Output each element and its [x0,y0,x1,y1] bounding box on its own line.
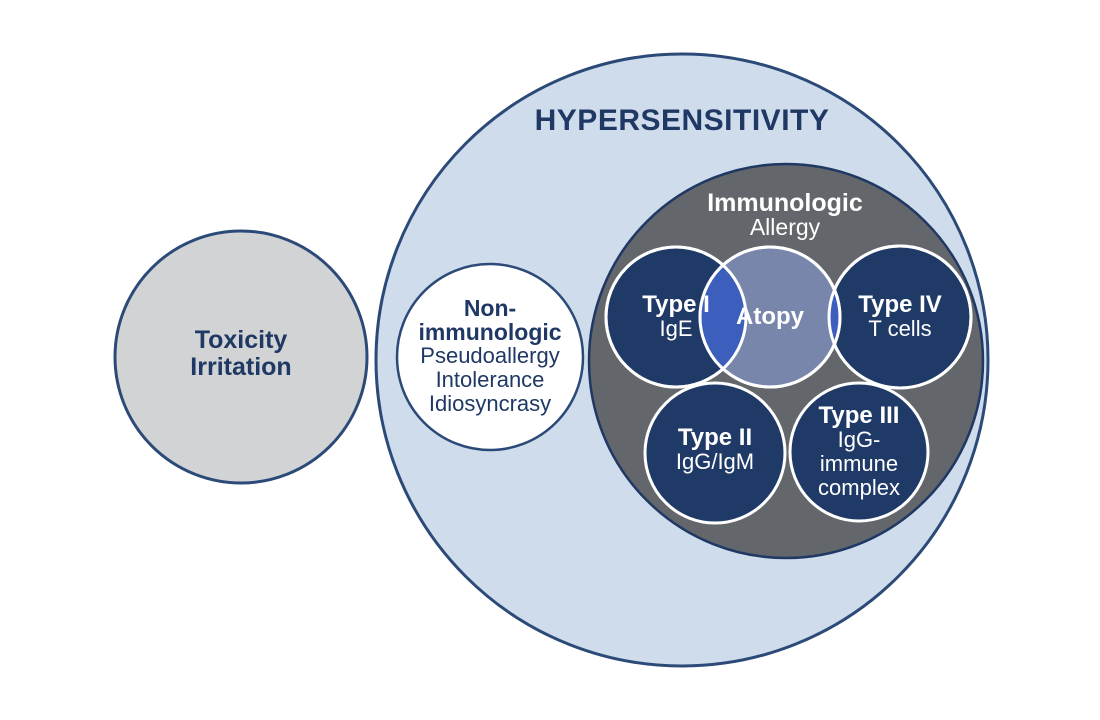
atopy-label: Atopy [736,303,804,330]
non-immunologic-circle [395,262,585,452]
non-immunologic-line4: Intolerance [435,367,545,392]
non-immunologic-label: Non- immunologic Pseudoallergy Intoleran… [418,296,561,416]
toxicity-line2: Irritation [190,353,292,381]
type-iv-subtitle: T cells [868,316,932,341]
type-ii-circle [643,381,787,525]
type-iv-ring [827,244,973,390]
type-iii-circle [788,381,930,523]
immunologic-title: Immunologic [707,189,863,217]
type-i-subtitle: IgE [659,316,693,341]
type-i-title: Type I [642,291,710,318]
type-iii-sub1: IgG- [837,427,881,452]
toxicity-label: Toxicity Irritation [190,327,291,381]
type-iv-title: Type IV [858,291,942,318]
immunologic-subtitle: Allergy [749,214,821,240]
type-ii-label: Type II IgG/IgM [676,426,754,474]
non-immunologic-line2: immunologic [418,319,562,345]
type-i-label: Type I IgE [642,293,710,341]
non-immunologic-line1: Non- [463,295,517,321]
type-iii-sub2: immune [819,451,899,476]
toxicity-circle [113,229,369,485]
immunologic-label: Immunologic Allergy [707,189,863,240]
type-iii-title: Type III [818,402,900,429]
non-immunologic-line3: Pseudoallergy [420,343,560,368]
type-i-ring [604,245,748,389]
type-iii-label: Type III IgG- immune complex [818,404,900,500]
hypersensitivity-title: HYPERSENSITIVITY [534,104,830,137]
type-ii-title: Type II [677,424,753,451]
type-i-atopy-overlap [700,247,746,387]
atopy-ring [698,245,842,389]
type-iii-sub3: complex [818,475,900,500]
type-iv-label: Type IV T cells [858,293,942,341]
non-immunologic-line5: Idiosyncrasy [428,391,552,416]
type-ii-subtitle: IgG/IgM [675,449,755,474]
toxicity-line1: Toxicity [194,326,288,354]
